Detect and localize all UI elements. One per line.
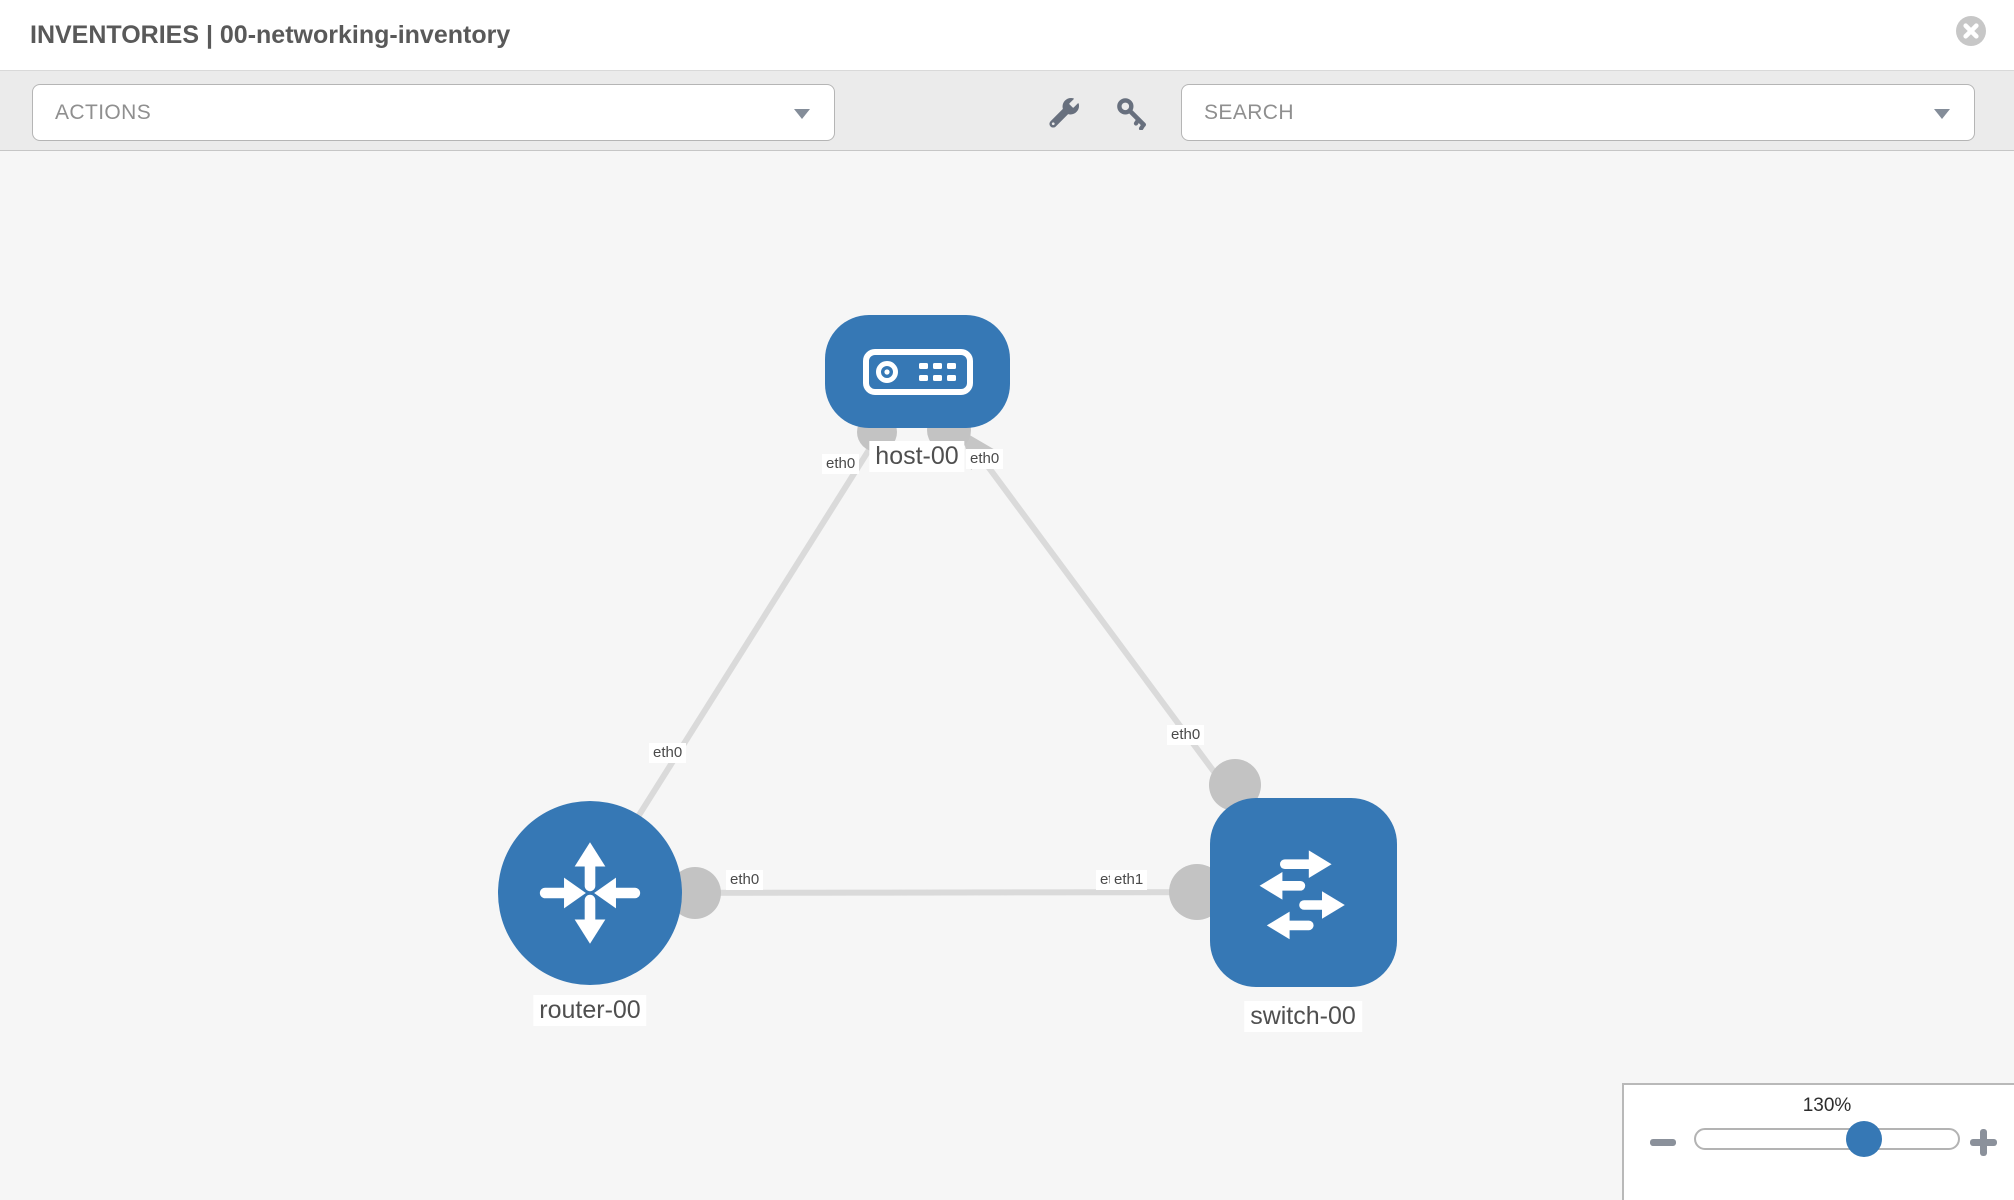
circle-x-icon: [1956, 16, 1986, 46]
wrench-icon: [1049, 97, 1080, 128]
interface-label: eth1: [1110, 870, 1148, 890]
router-icon: [539, 842, 641, 944]
search-dropdown[interactable]: SEARCH: [1181, 84, 1975, 141]
credentials-button[interactable]: [1108, 90, 1156, 136]
zoom-panel: 130%: [1622, 1083, 2014, 1200]
plus-icon: [1969, 1128, 1997, 1156]
switch-icon: [1259, 849, 1345, 939]
host-icon: [862, 348, 973, 395]
page-title: INVENTORIES | 00-networking-inventory: [30, 21, 511, 49]
interface-label: eth0: [649, 743, 687, 763]
minus-icon: [1650, 1138, 1676, 1146]
node-host-00[interactable]: [825, 315, 1010, 428]
chevron-down-icon: [794, 109, 810, 119]
node-label-switch-00: switch-00: [1244, 1001, 1362, 1032]
actions-dropdown[interactable]: ACTIONS: [32, 84, 835, 141]
link-host-router[interactable]: [587, 370, 921, 895]
topology-canvas[interactable]: host-00 router-00 switch-00 eth0 eth0 et…: [0, 151, 2014, 1200]
close-button[interactable]: [1956, 16, 1986, 46]
search-dropdown-label: SEARCH: [1204, 101, 1294, 124]
interface-label: eth0: [822, 454, 860, 474]
key-icon: [1117, 98, 1146, 130]
interface-label: eth0: [966, 449, 1004, 469]
zoom-level-value: 130%: [1802, 1095, 1852, 1116]
tools-button[interactable]: [1040, 90, 1088, 136]
zoom-slider-knob[interactable]: [1846, 1121, 1882, 1157]
zoom-slider-track[interactable]: [1694, 1121, 1960, 1157]
node-router-00[interactable]: [498, 801, 682, 985]
interface-label: eth0: [1167, 725, 1205, 745]
zoom-in-button[interactable]: [1966, 1127, 2000, 1157]
zoom-out-button[interactable]: [1646, 1127, 1680, 1157]
node-label-router-00: router-00: [533, 995, 647, 1026]
node-label-host-00: host-00: [869, 441, 965, 472]
page-header: INVENTORIES | 00-networking-inventory: [0, 0, 2014, 71]
node-switch-00[interactable]: [1210, 798, 1397, 987]
chevron-down-icon: [1934, 109, 1950, 119]
actions-dropdown-label: ACTIONS: [55, 101, 152, 124]
interface-label: eth0: [726, 870, 764, 890]
toolbar: ACTIONS SEARCH: [0, 71, 2014, 151]
topology-links: [587, 370, 1306, 896]
